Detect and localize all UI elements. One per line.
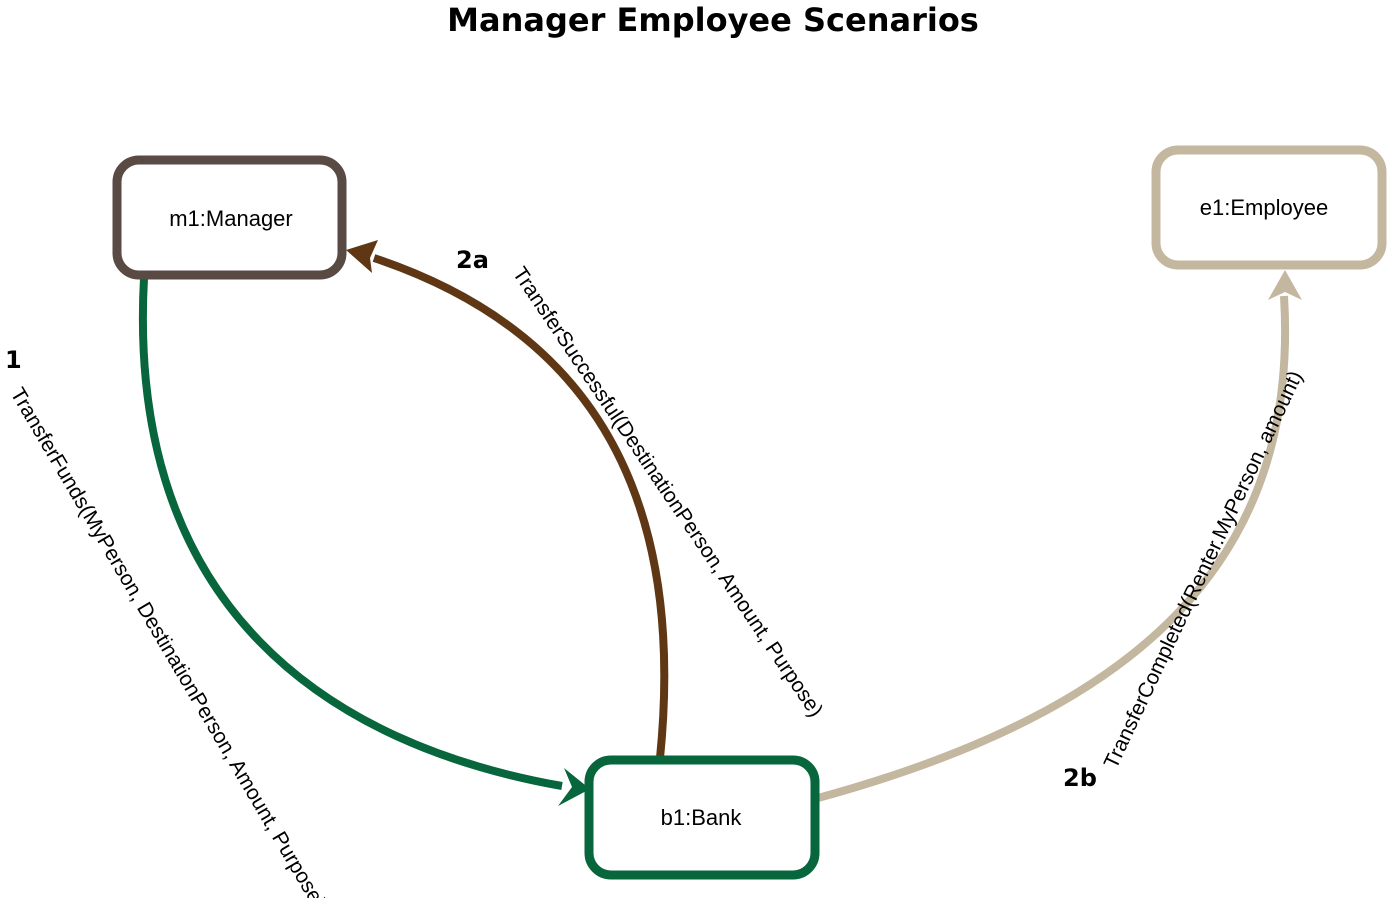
node-manager-box bbox=[112, 155, 347, 280]
step-label-2b: 2b bbox=[1063, 764, 1097, 792]
node-bank-box bbox=[584, 755, 820, 880]
connector-transfer-successful bbox=[346, 240, 669, 759]
diagram-title: Manager Employee Scenarios bbox=[447, 1, 979, 39]
node-employee-label: e1:Employee bbox=[1200, 195, 1328, 220]
node-bank-label: b1:Bank bbox=[661, 805, 743, 830]
step-label-2a: 2a bbox=[456, 246, 489, 274]
message-transfer-completed: TransferCompleted(Renter.MyPerson, amoun… bbox=[1100, 367, 1308, 772]
connector-transfer-funds bbox=[138, 277, 590, 806]
node-employee[interactable]: e1:Employee bbox=[1151, 145, 1387, 270]
node-manager-label: m1:Manager bbox=[169, 206, 293, 231]
connector-transfer-completed bbox=[816, 270, 1302, 802]
arrowhead-to-manager bbox=[346, 240, 378, 273]
step-label-1: 1 bbox=[5, 346, 22, 374]
node-employee-box bbox=[1151, 145, 1387, 270]
message-transfer-funds: TransferFunds(MyPerson, DestinationPerso… bbox=[6, 384, 331, 898]
node-bank[interactable]: b1:Bank bbox=[584, 755, 820, 880]
arrowhead-to-employee bbox=[1268, 270, 1302, 300]
arrowhead-to-bank bbox=[558, 768, 590, 806]
node-manager[interactable]: m1:Manager bbox=[112, 155, 347, 280]
